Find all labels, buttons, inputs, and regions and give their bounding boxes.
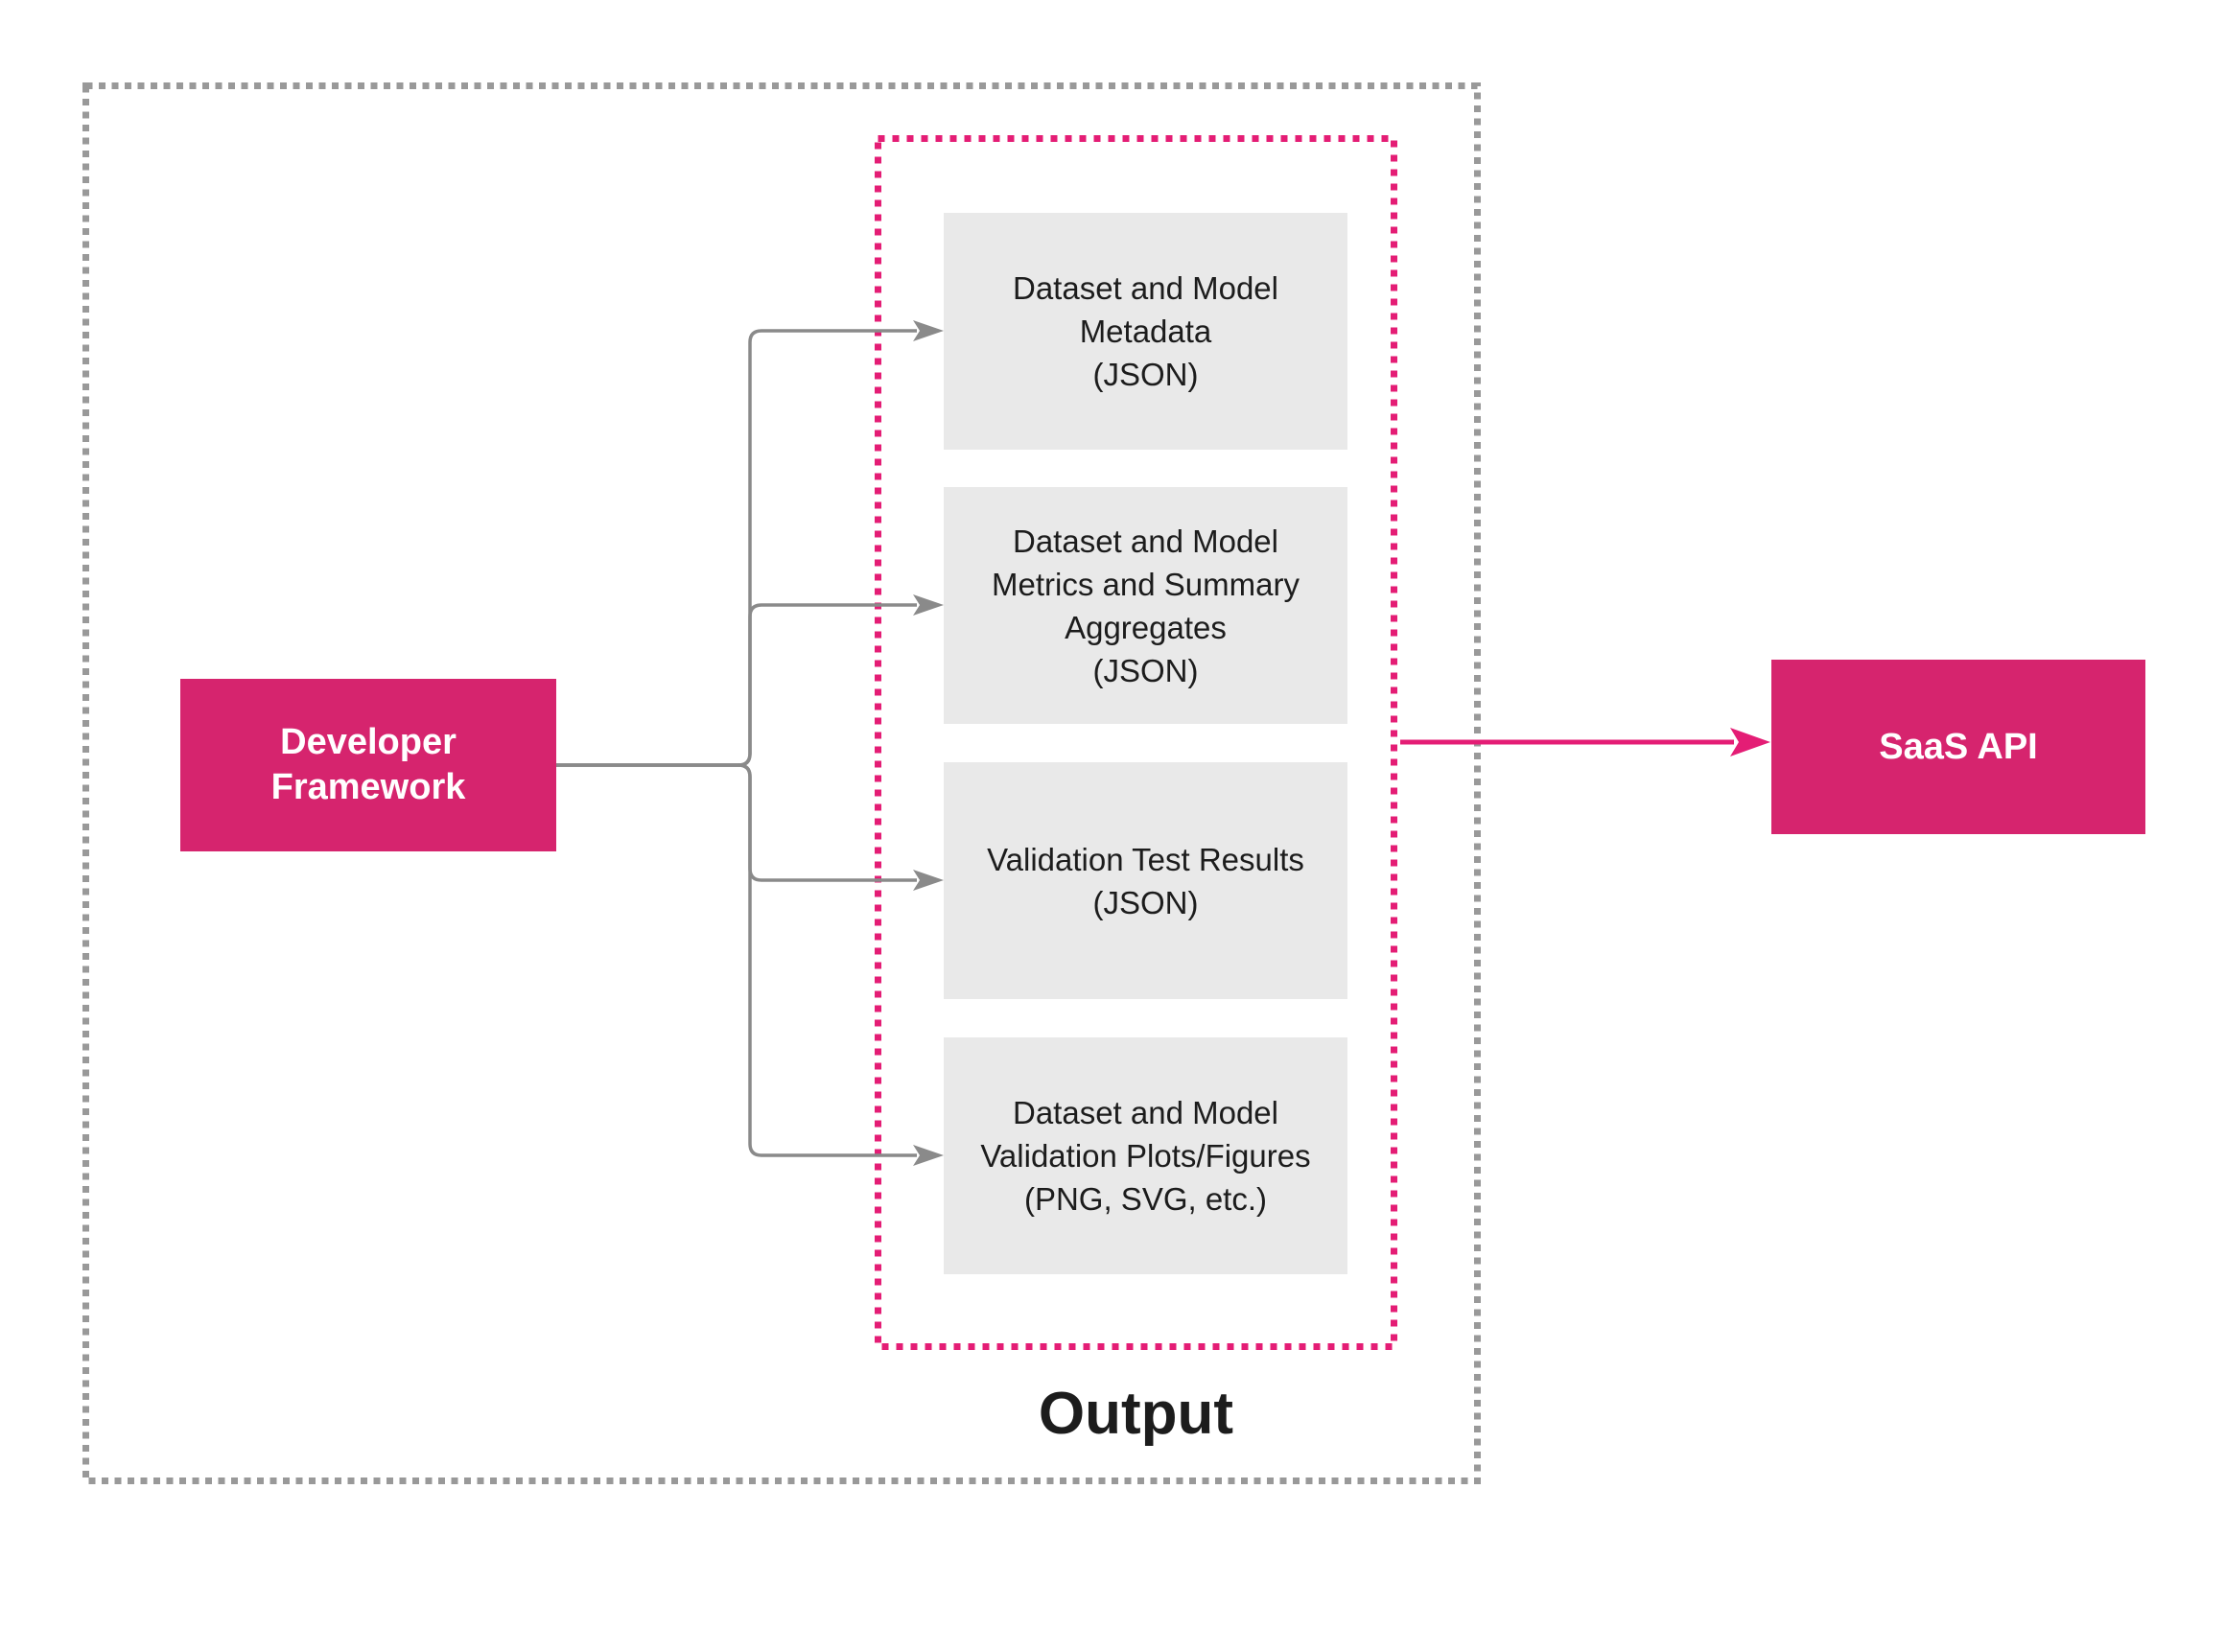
saas-api-label: SaaS API: [1879, 726, 2038, 767]
output-node-validation-results: Validation Test Results (JSON): [944, 762, 1347, 999]
arrowhead-validation-results-icon: [913, 870, 944, 891]
connector-to-metrics: [556, 603, 917, 767]
output-node-metadata-label: Dataset and Model Metadata (JSON): [1012, 270, 1278, 392]
connector-to-plots: [556, 763, 917, 1157]
developer-framework-label: Developer Framework: [270, 722, 466, 807]
saas-api-node: SaaS API: [1771, 660, 2145, 834]
output-node-plots: Dataset and Model Validation Plots/Figur…: [944, 1037, 1347, 1274]
connector-to-metadata: [556, 329, 917, 767]
connector-to-validation-results: [556, 763, 917, 882]
output-node-metrics: Dataset and Model Metrics and Summary Ag…: [944, 487, 1347, 724]
output-group-caption: Output: [1038, 1381, 1234, 1447]
arrowhead-metadata-icon: [913, 320, 944, 341]
output-node-validation-results-label: Validation Test Results (JSON): [987, 841, 1304, 920]
arrowhead-metrics-icon: [913, 594, 944, 616]
developer-framework-node: Developer Framework: [180, 679, 556, 851]
arrowhead-plots-icon: [913, 1145, 944, 1166]
output-node-metadata: Dataset and Model Metadata (JSON): [944, 213, 1347, 450]
arrowhead-saas-api-icon: [1730, 728, 1770, 756]
output-node-plots-label: Dataset and Model Validation Plots/Figur…: [980, 1095, 1311, 1217]
outer-dotted-boundary: [82, 82, 1481, 1484]
output-node-metrics-label: Dataset and Model Metrics and Summary Ag…: [992, 523, 1300, 688]
